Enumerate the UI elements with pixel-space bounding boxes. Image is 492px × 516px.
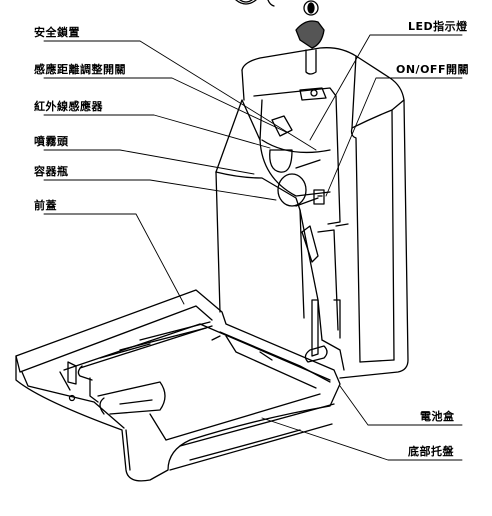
label-led-indicator: LED指示燈	[408, 20, 468, 33]
leader-base-tray	[261, 417, 463, 461]
label-front-cover: 前蓋	[34, 199, 57, 212]
label-sensor-adjust-switch: 感應距離調整開關	[34, 63, 126, 76]
leader-battery-box	[339, 385, 463, 426]
leader-spray-nozzle	[43, 149, 255, 175]
leader-container-bottle	[43, 179, 277, 201]
label-safety-lock: 安全鎖置	[34, 26, 80, 39]
leader-safety-lock	[43, 40, 317, 151]
leader-on-off	[325, 77, 463, 197]
leader-lines	[43, 34, 463, 461]
safety-lock-key	[295, 0, 325, 75]
base-tray	[15, 289, 341, 482]
label-container-bottle: 容器瓶	[34, 165, 69, 178]
leader-sensor-adjust	[43, 77, 287, 133]
label-battery-box: 電池盒	[420, 410, 455, 423]
leader-front-cover	[43, 213, 185, 305]
label-on-off-switch: ON/OFF開關	[396, 63, 469, 76]
signal-waves-icon	[235, 0, 275, 7]
label-ir-sensor: 紅外線感應器	[34, 100, 103, 113]
leader-led	[309, 34, 463, 141]
label-spray-nozzle: 噴霧頭	[34, 135, 69, 148]
label-base-tray: 底部托盤	[408, 445, 454, 458]
front-cover-panel	[215, 99, 345, 371]
leader-ir-sensor	[43, 114, 271, 149]
housing-body	[241, 47, 409, 379]
inner-module	[259, 99, 331, 263]
